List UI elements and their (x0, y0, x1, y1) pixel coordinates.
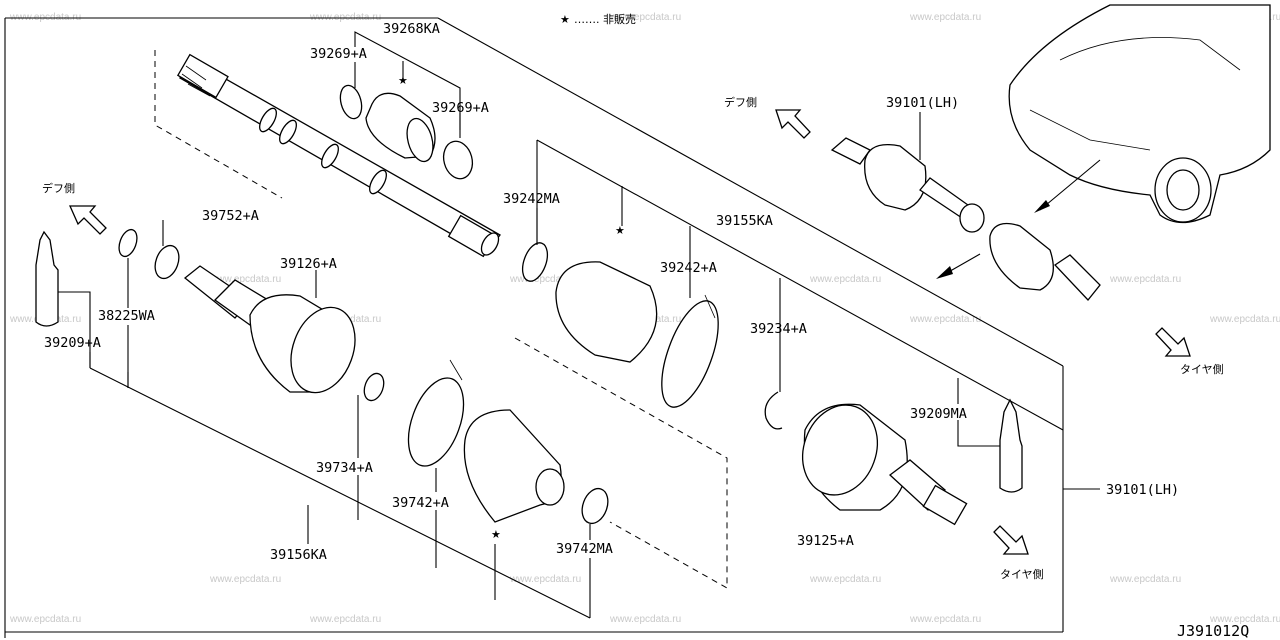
inner-boot-part (339, 84, 474, 180)
star-icon: ★ (491, 528, 501, 541)
watermark: www.epcdata.ru (509, 274, 581, 285)
watermark: www.epcdata.ru (209, 574, 281, 585)
part-labels: 39268KA 39269+A 39269+A 39752+A 39242MA … (44, 21, 1179, 563)
watermark: www.epcdata.ru (609, 12, 681, 23)
non-sale-markers: ★ ★ ★ (398, 74, 625, 541)
watermark: www.epcdata.ru (609, 614, 681, 625)
direction-labels: デフ側 デフ側 タイヤ側 タイヤ側 (42, 95, 1224, 581)
grease-tube-left-part (35, 230, 59, 327)
diagram-code: J391012Q (1177, 622, 1249, 640)
inner-joint-part (183, 265, 356, 394)
watermark: www.epcdata.ru (9, 614, 81, 625)
assembled-shaft-part (830, 137, 1101, 301)
shaft-part (176, 53, 501, 258)
label-39209MA: 39209MA (910, 406, 967, 422)
vehicle-illustration (1008, 4, 1271, 224)
label-39209A: 39209+A (44, 335, 101, 351)
label-39242MA: 39242MA (503, 191, 560, 207)
watermark: www.epcdata.ru (1209, 314, 1280, 325)
tire-side-label: タイヤ側 (1000, 568, 1044, 581)
label-39742MA: 39742MA (556, 541, 613, 557)
middle-boot-part (521, 242, 719, 408)
watermark: www.epcdata.ru (309, 614, 381, 625)
star-icon: ★ (615, 224, 625, 237)
diff-side-arrow-icon (775, 109, 811, 139)
leader-lines (58, 31, 1000, 618)
direction-arrows (68, 109, 1191, 555)
label-39155KA: 39155KA (716, 213, 773, 229)
label-39752A: 39752+A (202, 208, 259, 224)
label-39125A: 39125+A (797, 533, 854, 549)
watermark: www.epcdata.ru (809, 274, 881, 285)
diff-side-label: デフ側 (724, 95, 757, 109)
label-39156KA: 39156KA (270, 547, 327, 563)
legend-text: ……. 非販売 (574, 13, 636, 26)
tire-side-arrow-icon (1155, 327, 1191, 357)
label-39234A: 39234+A (750, 321, 807, 337)
label-39734A: 39734+A (316, 460, 373, 476)
outer-boot-part (407, 359, 609, 525)
assembly-frame (4, 17, 1100, 638)
label-39742A: 39742+A (392, 495, 449, 511)
watermark: www.epcdata.ru (1109, 574, 1181, 585)
watermark: www.epcdata.ru (1209, 614, 1280, 625)
watermark: www.epcdata.ru (809, 574, 881, 585)
watermark: www.epcdata.ru (909, 614, 981, 625)
diff-side-label: デフ側 (42, 181, 75, 195)
label-39269A: 39269+A (432, 100, 489, 116)
grease-tube-right-part (999, 398, 1023, 493)
watermark: www.epcdata.ru (209, 274, 281, 285)
diff-side-arrow-icon (68, 205, 107, 235)
tire-side-arrow-icon (993, 525, 1029, 555)
legend-star-icon: ★ (560, 13, 570, 26)
label-39268KA: 39268KA (383, 21, 440, 37)
watermark: www.epcdata.ru (509, 574, 581, 585)
label-38225WA: 38225WA (98, 308, 155, 324)
outer-joint-part (802, 403, 968, 526)
watermark: www.epcdata.ru (909, 12, 981, 23)
watermark: www.epcdata.ru (909, 314, 981, 325)
tire-side-label: タイヤ側 (1180, 363, 1224, 376)
circlip-parts (118, 228, 385, 402)
watermark: www.epcdata.ru (1109, 274, 1181, 285)
label-39101LH: 39101(LH) (886, 95, 959, 111)
legend: ★ ……. 非販売 (560, 13, 636, 26)
label-39242A: 39242+A (660, 260, 717, 276)
label-39101LH: 39101(LH) (1106, 482, 1179, 498)
star-icon: ★ (398, 74, 408, 87)
label-39269A: 39269+A (310, 46, 367, 62)
snap-ring-part (764, 391, 783, 430)
label-39126A: 39126+A (280, 256, 337, 272)
